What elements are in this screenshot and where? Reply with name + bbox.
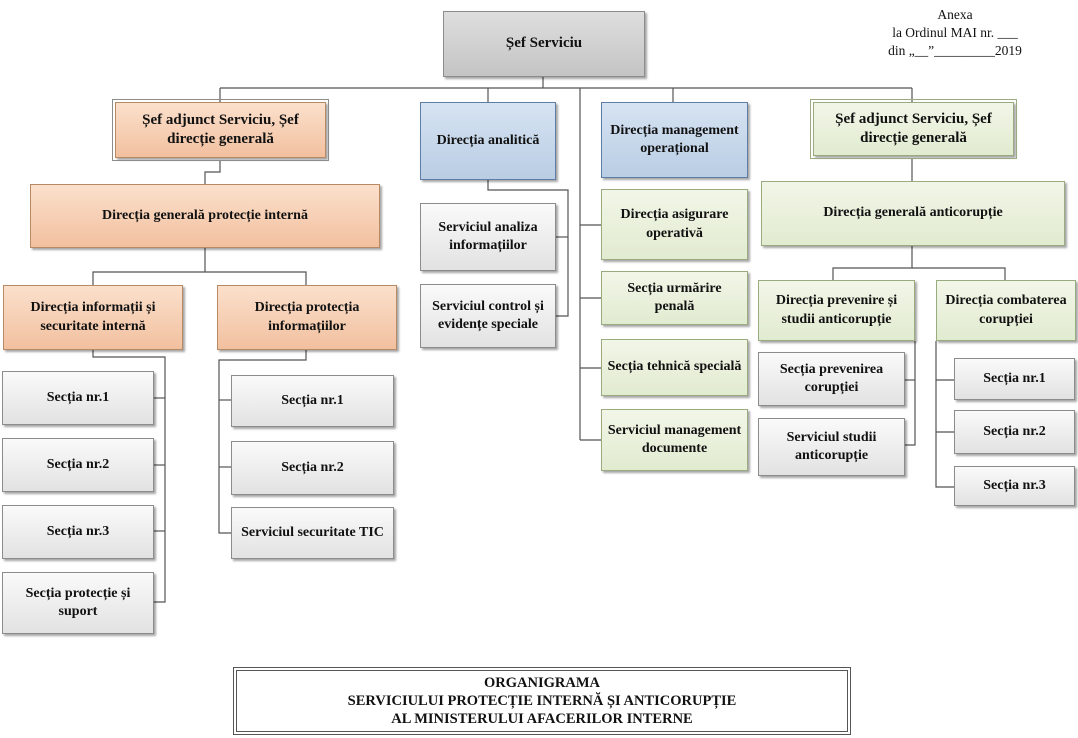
box-left-section-1: Secția nr.1 xyxy=(2,371,154,425)
box-directia-prevenire: Direcția prevenire și studii anticorupți… xyxy=(758,280,915,341)
chart-title-box: ORGANIGRAMA SERVICIULUI PROTECȚIE INTERN… xyxy=(233,667,851,735)
box-directia-combatere: Direcția combaterea corupției xyxy=(936,280,1076,341)
box-dg-anticoruptie: Direcția generală anticorupție xyxy=(761,181,1065,246)
box-prevenire-child-2: Serviciul studii anticorupție xyxy=(758,418,905,476)
box-management-child-3: Secția tehnică specială xyxy=(601,339,748,396)
box-combatere-child-2: Secția nr.2 xyxy=(954,410,1075,454)
title-line-1: ORGANIGRAMA xyxy=(484,674,600,691)
box-management-child-2: Secția urmărire penală xyxy=(601,271,748,325)
box-management-child-4: Serviciul management documente xyxy=(601,409,748,471)
box-dg-protectie-interna: Direcția generală protecție internă xyxy=(30,184,380,248)
box-prevenire-child-1: Secția prevenirea corupției xyxy=(758,352,905,406)
box-management-child-1: Direcția asigurare operativă xyxy=(601,189,748,260)
box-directia-informatii: Direcția informații și securitate intern… xyxy=(3,285,183,350)
box-deputy-left: Șef adjunct Serviciu, Șef direcție gener… xyxy=(112,99,329,161)
box-mid-section-3: Serviciul securitate TIC xyxy=(231,507,394,559)
annex-line-1: Anexa xyxy=(937,7,973,22)
box-left-section-4: Secția protecție și suport xyxy=(2,572,154,634)
title-line-2: SERVICIULUI PROTECȚIE INTERNĂ ȘI ANTICOR… xyxy=(347,692,737,709)
annex-line-2: la Ordinul MAI nr. ___ xyxy=(892,25,1018,41)
box-analitica-child-1: Serviciul analiza informațiilor xyxy=(420,203,556,271)
box-directia-protectia-informatiilor: Direcția protecția informațiilor xyxy=(217,285,397,350)
box-mid-section-1: Secția nr.1 xyxy=(231,375,394,427)
title-line-3: AL MINISTERULUI AFACERILOR INTERNE xyxy=(391,711,693,728)
box-analitica-child-2: Serviciul control și evidențe speciale xyxy=(420,284,556,348)
box-directia-analitica: Direcția analitică xyxy=(420,102,556,180)
box-left-section-3: Secția nr.3 xyxy=(2,505,154,559)
annex-note: Anexa la Ordinul MAI nr. ___ din „__”___… xyxy=(870,6,1040,61)
box-deputy-right: Șef adjunct Serviciu, Șef direcție gener… xyxy=(810,99,1017,159)
box-directia-management: Direcția management operațional xyxy=(601,102,748,178)
box-combatere-child-1: Secția nr.1 xyxy=(954,358,1075,400)
box-sef-serviciu: Șef Serviciu xyxy=(443,11,645,77)
annex-line-3: din „__”_________2019 xyxy=(888,43,1022,59)
box-mid-section-2: Secția nr.2 xyxy=(231,441,394,495)
box-left-section-2: Secția nr.2 xyxy=(2,438,154,492)
box-combatere-child-3: Secția nr.3 xyxy=(954,466,1075,506)
